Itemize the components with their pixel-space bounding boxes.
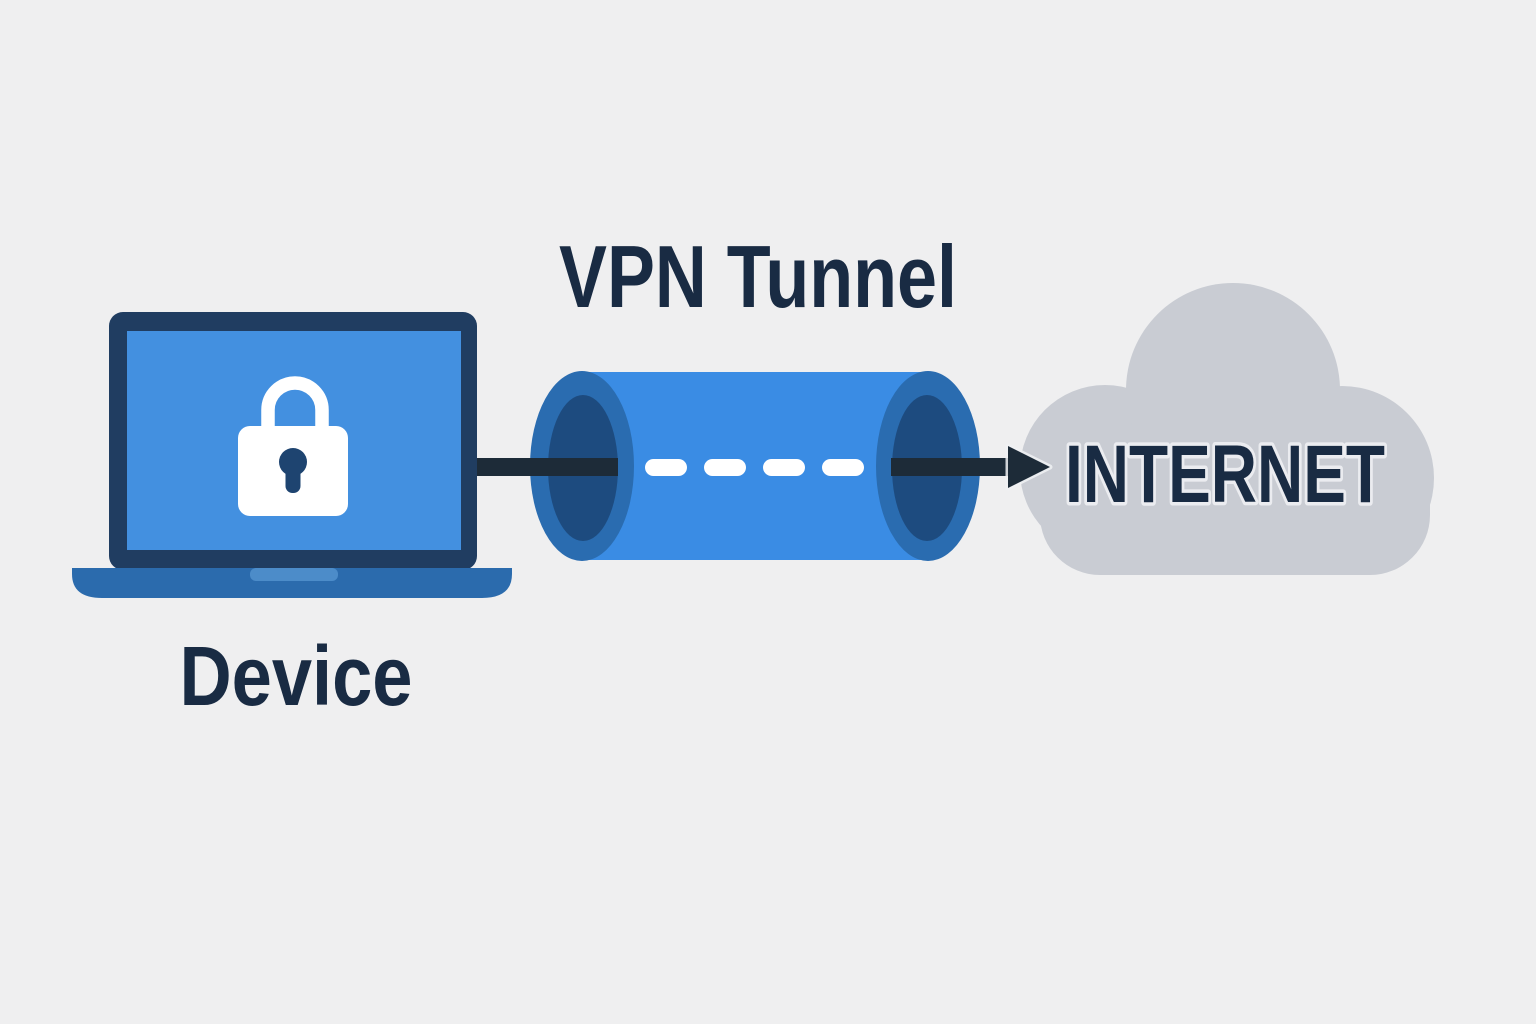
- cloud-icon: [1020, 283, 1434, 575]
- arrow-head-icon: [1005, 443, 1053, 491]
- arrow-dash: [822, 459, 864, 476]
- arrow-shaft-right: [891, 458, 1013, 476]
- arrow-dash: [645, 459, 687, 476]
- arrow-dash: [763, 459, 805, 476]
- lock-icon: [238, 376, 348, 516]
- cloud-base: [1040, 430, 1430, 575]
- arrow-dashed-segment: [645, 459, 864, 476]
- lock-shackle: [261, 376, 329, 434]
- internet-label: INTERNET: [1065, 429, 1385, 520]
- device-label: Device: [180, 629, 413, 723]
- laptop-with-lock-icon: [72, 312, 512, 598]
- connection-arrow: [477, 443, 1053, 491]
- lock-keyhole-stem: [285, 462, 301, 493]
- laptop-base-notch: [250, 568, 338, 581]
- cloud-group: [1020, 283, 1434, 575]
- vpn-tunnel-label: VPN Tunnel: [559, 227, 957, 326]
- arrow-dash: [704, 459, 746, 476]
- arrow-shaft-left: [477, 458, 618, 476]
- laptop-base: [72, 568, 512, 598]
- tunnel-body: [582, 372, 928, 560]
